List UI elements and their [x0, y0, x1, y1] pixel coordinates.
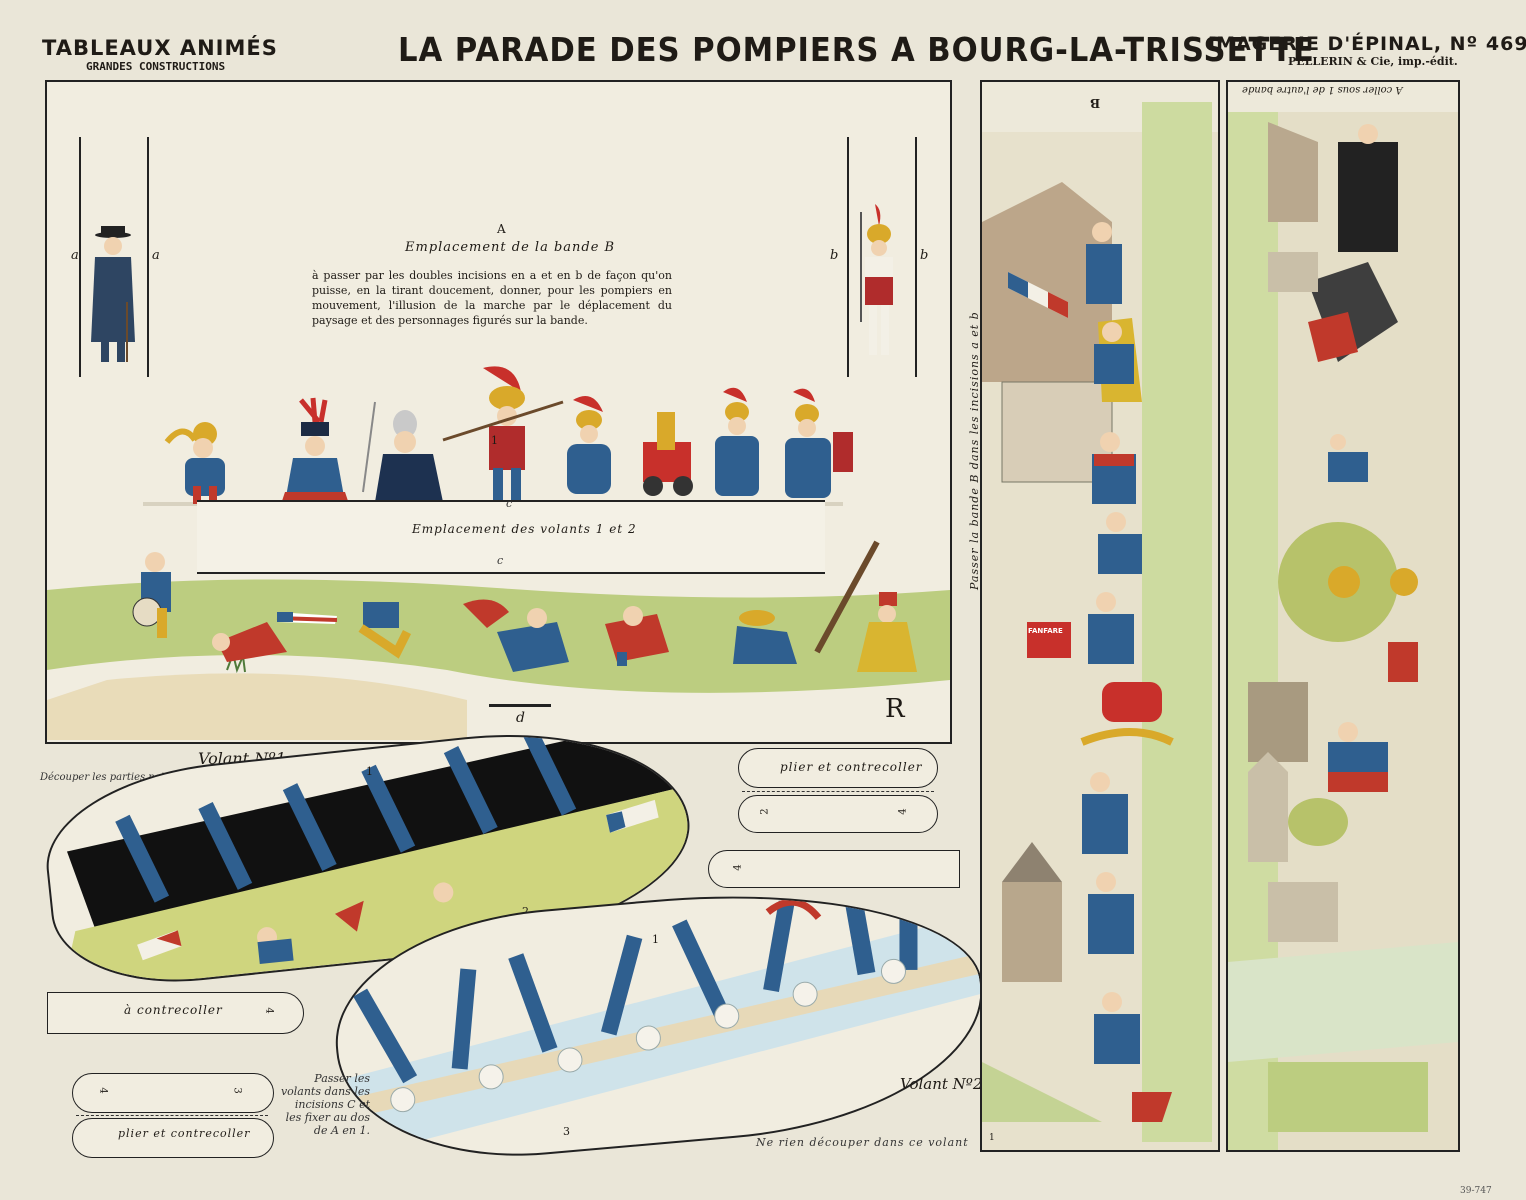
label-d: d	[516, 710, 525, 726]
grass-ground	[47, 579, 950, 740]
volant2-num-1: 1	[652, 933, 659, 946]
passer-volants-note: Passer les volants dans les incisions C …	[280, 1072, 370, 1137]
volant2-num-3: 3	[563, 1125, 570, 1138]
tab-small-4	[708, 850, 960, 888]
panel-a: a a b b A Emplacement de la bande B à pa…	[45, 80, 952, 744]
letter-a: A	[497, 222, 506, 236]
tab-num-3: 3	[231, 1087, 243, 1094]
tab-plier-top-label: plier et contrecoller	[780, 760, 923, 774]
artist-signature: R	[885, 694, 905, 724]
tab-num-2: 2	[759, 808, 771, 815]
series-title: TABLEAUX ANIMÉS	[42, 36, 278, 60]
publisher-subtitle: PELLERIN & Cie, imp.-édit.	[1288, 55, 1458, 68]
tumbling-figures	[132, 540, 917, 672]
parade-figures	[143, 366, 853, 506]
guard-figure	[860, 204, 893, 355]
tab-plier-top	[738, 748, 938, 788]
series-subtitle: GRANDES CONSTRUCTIONS	[86, 60, 226, 73]
volant2-artwork	[340, 879, 981, 1160]
tab-num-4a: 4	[897, 808, 909, 815]
tab-plier-bottom-label: plier et contrecoller	[118, 1127, 251, 1140]
tab-plier-bottom-top-half	[72, 1073, 274, 1113]
label-c-bottom: c	[497, 554, 504, 567]
volant2-title: Volant Nº2	[900, 1075, 983, 1093]
emplacement-bande-b: Emplacement de la bande B	[405, 240, 616, 255]
tab-fold-line-2	[76, 1115, 268, 1116]
label-1-a: 1	[491, 434, 498, 447]
footer-code: 39-747	[1460, 1186, 1492, 1196]
volant2-note: Ne rien découper dans ce volant	[756, 1136, 969, 1149]
tab-num-4b: 4	[732, 864, 744, 871]
slot-b	[847, 137, 917, 377]
publisher-title: IMAGERIE D'ÉPINAL, Nº 469	[1208, 33, 1526, 55]
strip-b-side-note: Passer la bande B dans les incisions a e…	[968, 311, 981, 590]
volants-place-text: Emplacement des volants 1 et 2	[412, 522, 637, 536]
slot-a-label-left: a	[71, 248, 79, 263]
tab-num-4c: 4	[263, 1007, 275, 1014]
slot-b-label-left: b	[830, 248, 839, 263]
tab-num-4d: 4	[97, 1087, 109, 1094]
volant2-oval	[325, 872, 994, 1172]
page-title: LA PARADE DES POMPIERS A BOURG-LA-TRISSE…	[398, 30, 1315, 69]
emplacement-volants	[197, 500, 825, 574]
tab-plier-bottom	[72, 1118, 274, 1158]
strip-c-top-note: A coller sous 1 de l'autre bande	[1242, 84, 1403, 95]
strip-b-num-1: 1	[989, 1133, 995, 1143]
strip-c	[1226, 80, 1460, 1152]
volant1-num-1: 1	[366, 765, 373, 778]
strip-b: FANFARE	[980, 80, 1220, 1152]
label-c-top: c	[506, 497, 513, 510]
slot-b-label-right: b	[920, 248, 929, 263]
tab-plier-bottom-half	[738, 795, 938, 833]
slot-a	[79, 137, 149, 377]
tab-contrecoller-label: à contrecoller	[124, 1003, 223, 1017]
instructions-text: à passer par les doubles incisions en a …	[312, 269, 672, 327]
strip-b-letter: B	[1090, 96, 1101, 110]
strip-b-artwork	[982, 102, 1218, 1150]
slot-a-label-right: a	[152, 248, 160, 263]
tab-contrecoller	[47, 992, 304, 1034]
label-d-line	[489, 704, 551, 707]
tab-fold-line-1	[742, 791, 934, 792]
old-man-figure	[91, 226, 135, 362]
strip-c-artwork	[1228, 112, 1458, 1150]
fanfare-banner: FANFARE	[1028, 627, 1063, 635]
